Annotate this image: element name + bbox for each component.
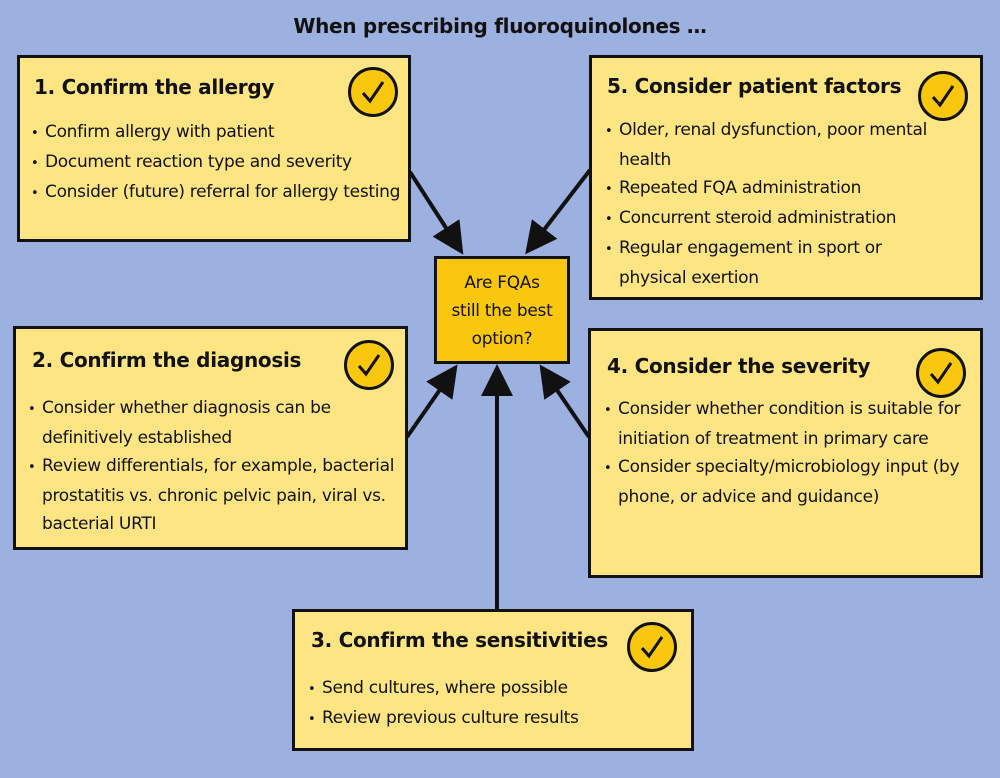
- list-item: Document reaction type and severity: [31, 148, 406, 178]
- checkmark-icon: [916, 348, 966, 398]
- box-heading: 3. Confirm the sensitivities: [311, 628, 608, 652]
- center-line: still the best: [451, 301, 553, 321]
- box-confirm-allergy: 1. Confirm the allergy Confirm allergy w…: [17, 55, 411, 242]
- list-item: Repeated FQA administration: [605, 174, 950, 204]
- box-heading: 4. Consider the severity: [607, 354, 871, 378]
- center-line: Are FQAs: [464, 273, 540, 293]
- arrow-diagnosis-to-center: [405, 364, 458, 439]
- list-item: Send cultures, where possible: [308, 674, 638, 704]
- box-patient-factors: 5. Consider patient factors Older, renal…: [589, 55, 983, 300]
- list-item: Older, renal dysfunction, poor mental he…: [605, 116, 950, 174]
- arrow-patient-factors-to-center: [525, 168, 592, 255]
- checkmark-icon: [918, 71, 968, 121]
- list-item: Review previous culture results: [308, 704, 638, 734]
- arrow-allergy-to-center: [408, 170, 464, 255]
- arrow-severity-to-center: [539, 364, 591, 439]
- list-item: Confirm allergy with patient: [31, 118, 406, 148]
- list-item: Consider whether condition is suitable f…: [604, 395, 979, 453]
- list-item: Review differentials, for example, bacte…: [28, 452, 403, 538]
- box-heading: 1. Confirm the allergy: [34, 75, 275, 99]
- box-consider-severity: 4. Consider the severity Consider whethe…: [588, 328, 983, 578]
- list-item: Concurrent steroid administration: [605, 204, 950, 234]
- list-item: Regular engagement in sport or physical …: [605, 234, 950, 292]
- box-heading: 2. Confirm the diagnosis: [32, 348, 302, 372]
- checkmark-icon: [348, 67, 398, 117]
- list-item: Consider specialty/microbiology input (b…: [604, 453, 979, 511]
- box-confirm-diagnosis: 2. Confirm the diagnosis Consider whethe…: [13, 326, 408, 550]
- list-item: Consider (future) referral for allergy t…: [31, 178, 406, 208]
- center-question-box: Are FQAs still the best option?: [434, 256, 570, 364]
- center-line: option?: [471, 329, 533, 349]
- diagram-title: When prescribing fluoroquinolones …: [293, 14, 707, 38]
- box-heading: 5. Consider patient factors: [607, 74, 902, 98]
- box-confirm-sensitivities: 3. Confirm the sensitivities Send cultur…: [292, 609, 694, 751]
- list-item: Consider whether diagnosis can be defini…: [28, 394, 403, 452]
- checkmark-icon: [627, 622, 677, 672]
- checkmark-icon: [344, 340, 394, 390]
